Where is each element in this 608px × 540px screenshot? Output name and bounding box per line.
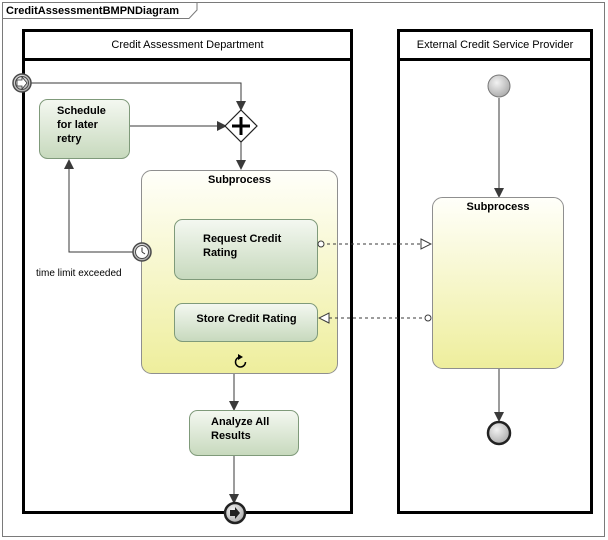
message-flows: [319, 244, 431, 318]
end-message-event[interactable]: [223, 501, 247, 525]
subprocess-right-title: Subprocess: [466, 201, 530, 213]
task-schedule-retry[interactable]: [39, 99, 130, 159]
diagram-title: CreditAssessmentBMPNDiagram: [6, 5, 179, 17]
pool-credit-assessment: [22, 29, 353, 514]
timer-boundary-event[interactable]: [132, 242, 152, 262]
task-store-credit-rating-label: Store Credit Rating: [196, 313, 297, 325]
task-schedule-retry-line-2: for later: [57, 119, 98, 131]
timer-label: time limit exceeded: [36, 268, 122, 279]
loop-marker-icon: [234, 354, 247, 368]
flow-timer-to-retry: [64, 159, 133, 253]
task-analyze-results[interactable]: [189, 410, 299, 456]
task-analyze-line-1: Analyze All: [211, 416, 270, 428]
task-store-credit-rating[interactable]: [174, 303, 318, 342]
task-request-line-1: Request Credit: [203, 233, 282, 245]
start-event-right[interactable]: [487, 74, 511, 98]
subprocess-left-title: Subprocess: [208, 174, 271, 186]
task-schedule-retry-label: Schedule for later retry: [57, 104, 106, 146]
task-request-credit-rating-label: Request Credit Rating: [203, 232, 281, 260]
start-message-event[interactable]: [12, 73, 32, 93]
end-event-right[interactable]: [486, 420, 512, 446]
subprocess-right[interactable]: [432, 197, 564, 369]
flow-start-to-gateway: [30, 82, 246, 111]
pool-title-credit-assessment: Credit Assessment Department: [111, 39, 264, 51]
pool-external-provider: [397, 29, 593, 514]
task-analyze-line-2: Results: [211, 430, 251, 442]
pool-title-external-provider: External Credit Service Provider: [416, 39, 574, 51]
task-schedule-retry-line-1: Schedule: [57, 105, 106, 117]
task-request-line-2: Rating: [203, 247, 238, 259]
task-schedule-retry-line-3: retry: [57, 133, 82, 145]
parallel-gateway[interactable]: [224, 109, 258, 143]
sequence-flows: [30, 82, 504, 504]
task-analyze-results-label: Analyze All Results: [211, 415, 269, 443]
